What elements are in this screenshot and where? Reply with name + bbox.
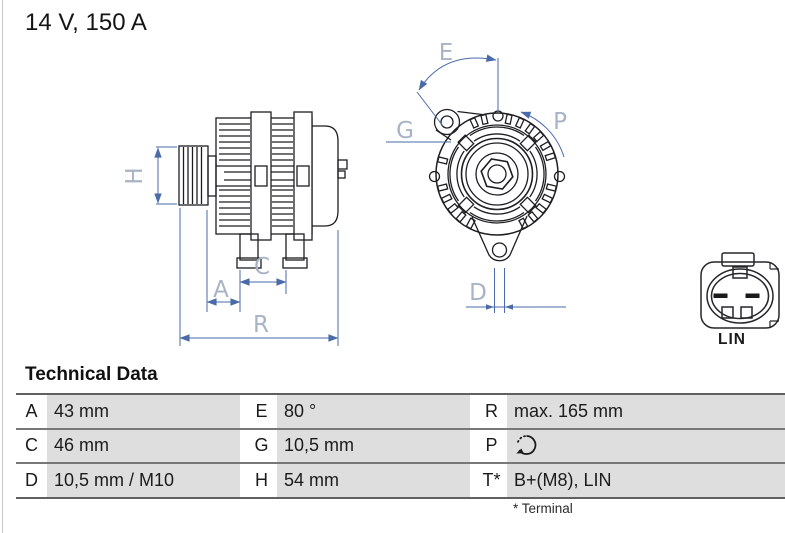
connector-pin-2	[745, 293, 760, 298]
spec-value: 10,5 mm / M10	[47, 464, 240, 497]
front-view-drawing	[428, 108, 566, 262]
ear-web-line-2	[457, 110, 483, 116]
side-view-dimensions	[154, 146, 339, 346]
rotation-direction-arrow	[520, 111, 565, 158]
spec-key: D	[16, 464, 47, 497]
spec-value: 46 mm	[47, 429, 240, 462]
technical-data-table: A 43 mm E 80 ° R max. 165 mm C 46 mm G 1…	[16, 393, 785, 499]
ring-tabs	[457, 134, 537, 214]
table-row: A 43 mm E 80 ° R max. 165 mm	[16, 395, 785, 430]
front-view-dimensions	[386, 54, 566, 313]
dim-ticks-H	[156, 146, 177, 205]
bottom-mounting-hole	[491, 242, 508, 258]
connector-oval-inner	[710, 272, 770, 320]
lin-connector-drawing	[700, 252, 780, 329]
spec-value: 43 mm	[47, 395, 240, 428]
ear-web-line-1	[435, 129, 452, 141]
b-plus-terminal-stub	[337, 159, 348, 170]
mounting-leg-2	[285, 233, 305, 261]
connector-cavity-2	[740, 306, 753, 319]
housing-inner-circle	[447, 124, 547, 224]
vent-slots	[436, 113, 558, 230]
bearing-ring-inner	[465, 142, 529, 206]
pulley-collar	[207, 155, 217, 197]
spec-key: E	[246, 395, 277, 428]
image-left-border	[2, 0, 3, 533]
mounting-ear-ring	[433, 108, 461, 136]
dim-D-arrow-right	[505, 304, 513, 310]
column-gap	[470, 464, 476, 497]
spec-key: P	[476, 429, 507, 462]
shaft-boss-circle	[475, 152, 519, 196]
terminal-footnote: * Terminal	[513, 501, 573, 516]
column-gap	[240, 464, 246, 497]
connector-corner-accents	[769, 262, 779, 328]
segmented-ring	[449, 126, 545, 222]
dim-label-D: D	[469, 280, 487, 306]
tie-bolt-column-1	[250, 111, 272, 241]
column-boss-1	[254, 165, 268, 187]
dim-E-slant-line	[416, 91, 444, 127]
dim-label-C: C	[254, 254, 270, 280]
connector-pin-1	[713, 293, 728, 298]
dim-label-G: G	[396, 118, 414, 144]
dim-label-P: P	[553, 109, 567, 135]
terminal-stub-small	[337, 170, 346, 179]
left-side-lug	[428, 170, 441, 183]
column-gap	[240, 429, 246, 462]
column-gap	[240, 395, 246, 428]
bottom-mounting-bracket	[471, 215, 528, 262]
dim-label-E: E	[439, 40, 454, 66]
technical-data-heading: Technical Data	[25, 364, 158, 385]
dim-E-arc	[418, 54, 497, 91]
spec-key: C	[16, 429, 47, 462]
rotation-direction-icon	[516, 435, 537, 456]
spec-value: B+(M8), LIN	[507, 464, 785, 497]
spec-key: A	[16, 395, 47, 428]
spec-key: H	[246, 464, 277, 497]
tie-bolt-column-2	[293, 111, 313, 241]
table-row: C 46 mm G 10,5 mm P	[16, 429, 785, 464]
mounting-foot-1	[236, 257, 262, 269]
spec-value: 54 mm	[277, 464, 470, 497]
spec-value: max. 165 mm	[507, 395, 785, 428]
connector-shell	[700, 261, 780, 329]
column-gap	[470, 429, 476, 462]
lin-connector-label: LIN	[718, 331, 746, 348]
shaft-center-hole	[487, 164, 507, 184]
mounting-leg-1	[239, 233, 259, 261]
connector-oval-outer	[706, 268, 774, 324]
dim-label-R: R	[253, 312, 269, 338]
connector-top-tab	[721, 252, 755, 267]
dim-label-H: H	[122, 167, 148, 184]
connector-key-slot	[732, 266, 748, 279]
connector-cavity-1	[721, 306, 734, 319]
right-side-lug	[553, 170, 566, 183]
dim-label-A: A	[213, 277, 229, 303]
spec-value: 80 °	[277, 395, 470, 428]
shaft-hex-nut	[480, 158, 514, 190]
voltage-amperage-title: 14 V, 150 A	[25, 9, 147, 36]
bearing-ring-outer	[460, 137, 534, 211]
spec-value: 10,5 mm	[277, 429, 470, 462]
mounting-ear-hole	[440, 115, 454, 129]
dim-D-arrow-left	[486, 304, 494, 310]
side-view-drawing	[178, 111, 348, 269]
spec-value	[507, 429, 785, 462]
mounting-foot-2	[282, 257, 308, 269]
rear-cover	[312, 125, 339, 227]
cooling-fins-right	[272, 123, 293, 227]
spec-key: G	[246, 429, 277, 462]
cooling-fins-left	[219, 123, 250, 227]
column-gap	[470, 395, 476, 428]
spec-key: T*	[476, 464, 507, 497]
pulley-grooves	[182, 147, 203, 204]
table-row: D 10,5 mm / M10 H 54 mm T* B+(M8), LIN	[16, 464, 785, 499]
dim-D-extension-lines	[494, 268, 505, 313]
column-boss-2	[296, 165, 310, 187]
spec-key: R	[476, 395, 507, 428]
housing-outer-circle	[435, 112, 559, 236]
